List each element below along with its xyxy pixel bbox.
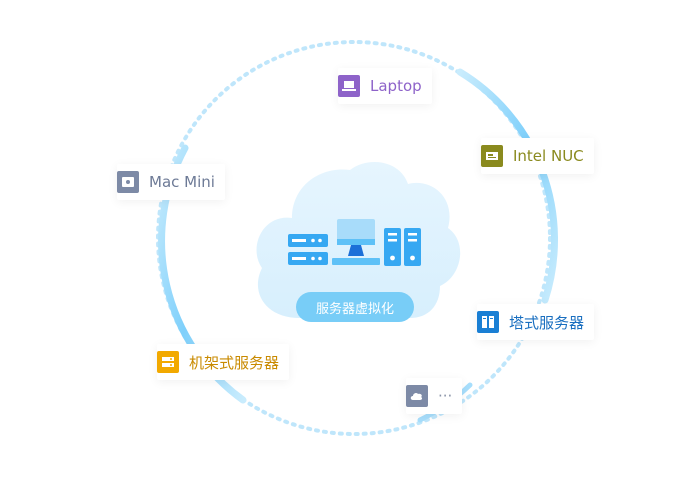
mac-mini-icon xyxy=(117,171,139,193)
node-intel-nuc: Intel NUC xyxy=(481,138,594,174)
monitor-icon xyxy=(332,219,380,265)
node-more: ··· xyxy=(406,378,463,414)
node-label: 塔式服务器 xyxy=(509,313,585,332)
node-tower-server: 塔式服务器 xyxy=(477,304,595,340)
rack-server-icon xyxy=(157,351,179,373)
tower-server-icon xyxy=(477,311,499,333)
node-label: Intel NUC xyxy=(513,147,584,165)
cloud-icon xyxy=(406,385,428,407)
center-label: 服务器虚拟化 xyxy=(296,292,414,322)
node-laptop: Laptop xyxy=(338,68,432,104)
node-label: 机架式服务器 xyxy=(189,353,280,372)
node-label: Laptop xyxy=(370,77,422,95)
rack-unit-icon xyxy=(288,234,328,265)
intel-nuc-icon xyxy=(481,145,503,167)
node-mac-mini: Mac Mini xyxy=(117,164,225,200)
node-label: ··· xyxy=(438,387,453,405)
node-rack-server: 机架式服务器 xyxy=(157,344,290,380)
tower-unit-icon xyxy=(384,228,421,266)
laptop-icon xyxy=(338,75,360,97)
node-label: Mac Mini xyxy=(149,173,215,191)
